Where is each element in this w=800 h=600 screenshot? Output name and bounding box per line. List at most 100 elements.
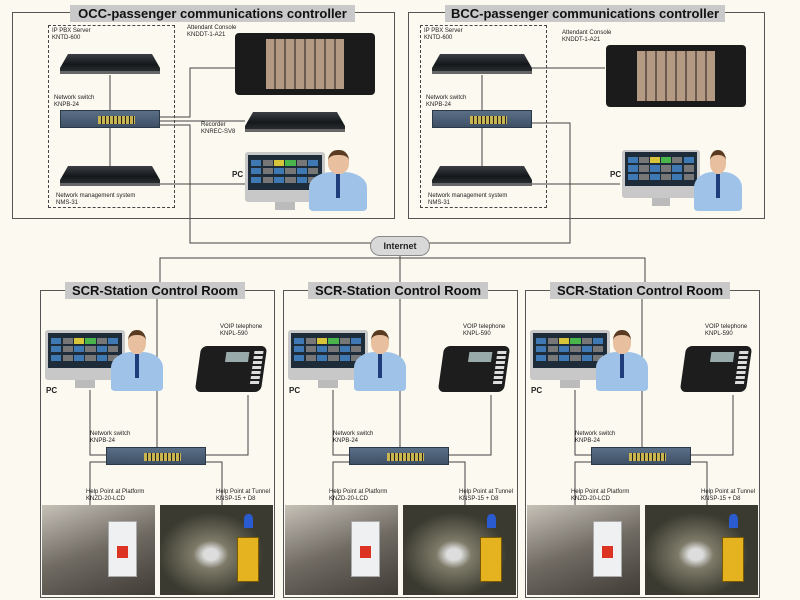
internet-cloud: Internet (370, 236, 430, 256)
help-point-platform-photo (285, 505, 398, 595)
occ-pc-label: PC (232, 170, 244, 179)
bcc-nms-server[interactable] (432, 166, 532, 186)
monitor-stand (318, 380, 338, 388)
phone-keys (492, 350, 507, 386)
voip-telephone[interactable] (194, 346, 268, 392)
monitor-screen (625, 152, 697, 186)
phone-display (710, 351, 735, 362)
bcc-console-label-line: Attendant Console (562, 30, 612, 36)
occ-ip-pbx-server[interactable] (60, 54, 160, 74)
help-point-platform-label-line: KNZD-20-LCD (86, 496, 126, 502)
voip-telephone[interactable] (679, 346, 753, 392)
scr-pc-label: PC (289, 386, 301, 395)
help-point-platform-label-line: Help Point at Platform (86, 489, 145, 495)
pc-monitor[interactable] (45, 330, 125, 388)
phone-keys (734, 350, 749, 386)
pc-monitor[interactable] (530, 330, 610, 388)
help-point-panel (350, 521, 380, 577)
console-screen (636, 51, 716, 101)
occ-console-label-line: Attendant Console (187, 25, 237, 31)
bcc-nms-label-line: NMS-31 (428, 200, 451, 206)
bcc-switch-label-line: Network switch (426, 95, 467, 101)
attendant-console[interactable] (235, 33, 375, 95)
tunnel-beacon (486, 514, 496, 528)
scr-switch-label-line: Network switch (575, 431, 616, 437)
monitor-stand (651, 198, 671, 206)
operator-person (303, 150, 373, 212)
scr-switch-label-line: KNPB-24 (333, 438, 359, 444)
tunnel-help-box (721, 536, 745, 582)
scr-title: SCR-Station Control Room (308, 282, 488, 299)
help-point-tunnel-label-line: KNSP-15 + D8 (459, 496, 499, 502)
help-point-platform-label-line: Help Point at Platform (329, 489, 388, 495)
scr-pc-label: PC (531, 386, 543, 395)
person-head (327, 150, 349, 174)
scr-switch-label-line: Network switch (90, 431, 131, 437)
help-point-tunnel-photo (160, 505, 273, 595)
help-point-tunnel-label-line: KNSP-15 + D8 (216, 496, 256, 502)
occ-nms-label-line: Network management system (56, 193, 136, 199)
bcc-console-label-line: KNDDT-1-A21 (562, 37, 601, 43)
help-point-tunnel-label-line: Help Point at Tunnel (216, 489, 271, 495)
help-point-panel (107, 521, 137, 577)
bcc-title: BCC-passenger communications controller (445, 5, 725, 22)
occ-server-group (48, 25, 175, 208)
occ-nms-server[interactable] (60, 166, 160, 186)
person-head (127, 330, 147, 354)
person-tie (716, 173, 720, 199)
monitor-screen (48, 332, 122, 368)
help-point-platform-photo (42, 505, 155, 595)
help-point-tunnel-photo (645, 505, 758, 595)
pc-monitor[interactable] (622, 150, 700, 206)
scr-network-switch[interactable] (349, 447, 449, 465)
bcc-server-group (420, 25, 547, 208)
phone-display (225, 351, 250, 362)
tunnel-help-box (479, 536, 503, 582)
scr-network-switch[interactable] (106, 447, 206, 465)
scr-switch-label-line: KNPB-24 (575, 438, 601, 444)
scr-pc-label: PC (46, 386, 58, 395)
monitor-stand (75, 380, 95, 388)
monitor-stand (275, 202, 295, 210)
bcc-network-switch[interactable] (432, 110, 532, 128)
voip-phone-label-line: VOIP telephone (705, 324, 748, 330)
bcc-ip-pbx-label-line: KNTD-600 (424, 35, 453, 41)
occ-nms-label-line: NMS-31 (56, 200, 79, 206)
person-tie (620, 353, 624, 379)
pc-monitor[interactable] (288, 330, 368, 388)
voip-phone-label-line: KNPL-590 (705, 331, 733, 337)
occ-network-switch[interactable] (60, 110, 160, 128)
voip-phone-label-line: KNPL-590 (220, 331, 248, 337)
scr-switch-label-line: Network switch (333, 431, 374, 437)
help-point-tunnel-label-line: KNSP-15 + D8 (701, 496, 741, 502)
occ-recorder[interactable] (245, 112, 345, 132)
help-point-platform-label-line: KNZD-20-LCD (329, 496, 369, 502)
operator-person (106, 330, 168, 392)
console-screen (265, 39, 345, 89)
scr-network-switch[interactable] (591, 447, 691, 465)
person-tie (135, 353, 139, 379)
attendant-console[interactable] (606, 45, 746, 107)
voip-telephone[interactable] (437, 346, 511, 392)
person-head (370, 330, 390, 354)
occ-switch-label-line: KNPB-24 (54, 102, 80, 108)
bcc-ip-pbx-server[interactable] (432, 54, 532, 74)
monitor-screen (291, 332, 365, 368)
occ-console-label-line: KNDDT-1-A21 (187, 32, 226, 38)
